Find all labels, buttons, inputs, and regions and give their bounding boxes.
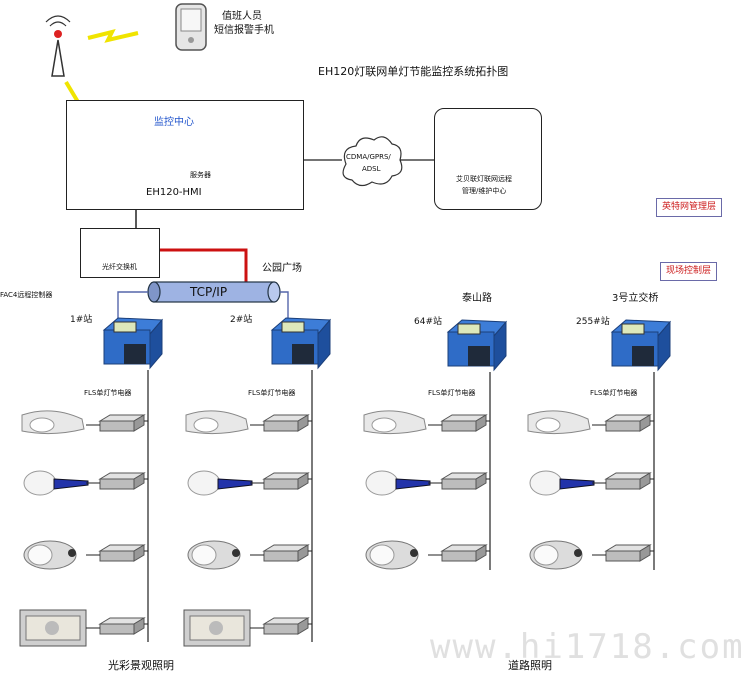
diagram-title: EH120灯联网单灯节能监控系统拓扑图 bbox=[318, 65, 509, 78]
management-layer-label: 英特网管理层 bbox=[656, 198, 723, 217]
monitor-center-box bbox=[66, 100, 304, 210]
fiber-switch-box bbox=[80, 228, 160, 278]
monitor-center-label: 监控中心 bbox=[154, 117, 194, 128]
fls-saver-icon bbox=[98, 472, 146, 490]
mobile-phone-icon bbox=[175, 3, 207, 51]
server-label: 服务器 bbox=[190, 171, 211, 179]
fls-label-2: FLS单灯节电器 bbox=[248, 389, 296, 397]
watermark: www.hi1718.com bbox=[430, 627, 745, 667]
station-2-label: 2#站 bbox=[230, 315, 253, 325]
tcp-ip-label: TCP/IP bbox=[190, 285, 228, 299]
cloud-label-line2: ADSL bbox=[362, 165, 381, 173]
fls-saver-icon bbox=[98, 617, 146, 635]
station-4-label: 255#站 bbox=[576, 317, 610, 327]
controller-caption: FAC4远程控制器 bbox=[0, 291, 53, 299]
fls-saver-icon bbox=[440, 544, 488, 562]
controller-4-icon bbox=[610, 319, 672, 372]
fls-label-4: FLS单灯节电器 bbox=[590, 389, 638, 397]
controller-3-icon bbox=[446, 319, 508, 372]
antenna-tower-icon bbox=[45, 15, 71, 77]
field-layer-label: 现场控制层 bbox=[660, 262, 718, 281]
round-lamp-icon bbox=[529, 540, 583, 570]
fiber-switch-label: 光纤交换机 bbox=[102, 263, 137, 271]
fls-saver-icon bbox=[262, 617, 310, 635]
controller-2-icon bbox=[270, 317, 332, 370]
hmi-label: EH120-HMI bbox=[146, 187, 202, 198]
phone-label-line2: 短信报警手机 bbox=[214, 25, 274, 36]
fls-saver-icon bbox=[262, 472, 310, 490]
round-lamp-icon bbox=[365, 540, 419, 570]
station-3-site: 泰山路 bbox=[462, 293, 492, 304]
phone-label-line1: 值班人员 bbox=[222, 11, 262, 22]
fiber-cable bbox=[158, 248, 248, 282]
station-3-label: 64#站 bbox=[414, 317, 442, 327]
globe-lamp-icon bbox=[187, 470, 253, 496]
remote-center-line2: 管理/维护中心 bbox=[462, 187, 507, 195]
network-cloud-icon bbox=[342, 136, 403, 187]
fls-saver-icon bbox=[604, 414, 652, 432]
group-label-left: 光彩景观照明 bbox=[108, 659, 174, 672]
fls-saver-icon bbox=[98, 414, 146, 432]
remote-center-box bbox=[434, 108, 542, 210]
street-lamp-icon bbox=[21, 410, 85, 435]
controller-1-icon bbox=[102, 317, 164, 370]
fls-saver-icon bbox=[604, 472, 652, 490]
fls-saver-icon bbox=[262, 544, 310, 562]
flood-lamp-icon bbox=[19, 609, 87, 647]
globe-lamp-icon bbox=[23, 470, 89, 496]
fls-saver-icon bbox=[440, 472, 488, 490]
street-lamp-icon bbox=[185, 410, 249, 435]
street-lamp-icon bbox=[363, 410, 427, 435]
park-label: 公园广场 bbox=[262, 263, 302, 274]
fls-label-1: FLS单灯节电器 bbox=[84, 389, 132, 397]
remote-center-line1: 艾贝联灯联网远程 bbox=[456, 175, 512, 183]
fls-saver-icon bbox=[98, 544, 146, 562]
cloud-label-line1: CDMA/GPRS/ bbox=[346, 153, 391, 161]
round-lamp-icon bbox=[187, 540, 241, 570]
fls-saver-icon bbox=[262, 414, 310, 432]
globe-lamp-icon bbox=[529, 470, 595, 496]
round-lamp-icon bbox=[23, 540, 77, 570]
flood-lamp-icon bbox=[183, 609, 251, 647]
station-4-site: 3号立交桥 bbox=[612, 293, 659, 304]
street-lamp-icon bbox=[527, 410, 591, 435]
wireless-link-icon bbox=[87, 29, 139, 43]
globe-lamp-icon bbox=[365, 470, 431, 496]
group-label-right: 道路照明 bbox=[508, 659, 552, 672]
fls-label-3: FLS单灯节电器 bbox=[428, 389, 476, 397]
station-1-label: 1#站 bbox=[70, 315, 93, 325]
fls-saver-icon bbox=[440, 414, 488, 432]
fls-saver-icon bbox=[604, 544, 652, 562]
